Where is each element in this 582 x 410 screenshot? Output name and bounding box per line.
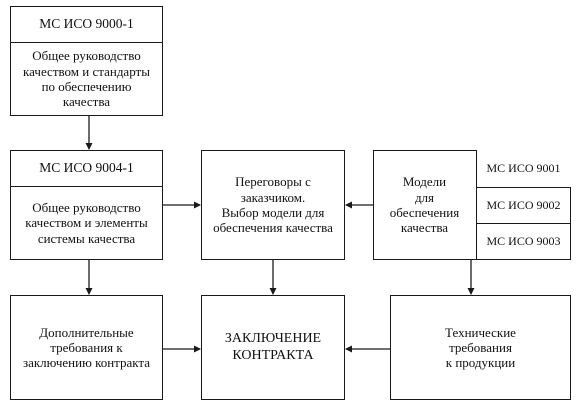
models-text: Модели для обеспечения качества	[389, 174, 460, 236]
contract-box	[201, 295, 345, 400]
additional-requirements-text: Дополнительные требования к заключению к…	[22, 324, 151, 371]
iso-9002-label: МС ИСО 9002	[486, 197, 561, 212]
technical-requirements-text: Технические требования к продукции	[445, 324, 516, 371]
iso-9000-1-box	[10, 6, 163, 116]
iso-9001-cell	[476, 150, 571, 187]
iso-9000-1-description: Общее руководство качеством и стандарты …	[23, 48, 150, 110]
iso-9001-label: МС ИСО 9001	[486, 161, 561, 176]
technical-requirements-box	[390, 295, 571, 400]
iso-9000-1-title: МС ИСО 9000-1	[39, 16, 134, 32]
standards-left-border	[476, 187, 477, 260]
negotiations-text: Переговоры с заказчиком. Выбор модели дл…	[213, 174, 333, 236]
iso-9000-1-divider	[10, 42, 163, 43]
iso-9003-label: МС ИСО 9003	[486, 234, 561, 249]
iso-9004-1-description: Общее руководство качеством и элементы с…	[25, 200, 148, 246]
iso-9004-1-box	[10, 150, 163, 260]
iso-9004-1-title: МС ИСО 9004-1	[39, 160, 134, 176]
contract-text: ЗАКЛЮЧЕНИЕ КОНТРАКТА	[224, 330, 322, 363]
negotiations-box	[201, 150, 345, 260]
standards-divider-1	[476, 187, 571, 188]
standards-divider-2	[476, 223, 571, 224]
additional-requirements-box	[10, 295, 163, 400]
iso-9004-1-divider	[10, 186, 163, 187]
